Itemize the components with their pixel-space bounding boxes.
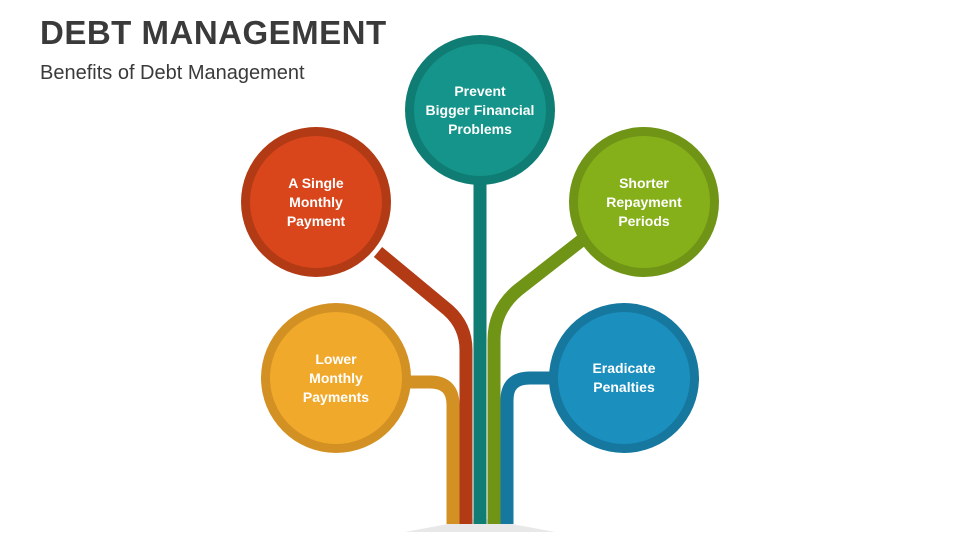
- stem-yellow: [405, 375, 460, 524]
- node-yellow: [261, 303, 411, 453]
- slide-subtitle: Benefits of Debt Management: [40, 62, 305, 84]
- node-label-blue: Eradicate Penalties: [592, 360, 656, 395]
- node-label-red: A Single Monthly Payment: [286, 174, 346, 229]
- slide-title: DEBT MANAGEMENT: [40, 14, 387, 51]
- stem-blue: [500, 371, 552, 524]
- node-label-green: Shorter Repayment Periods: [606, 174, 682, 229]
- tree-base: [405, 518, 555, 532]
- node-label-yellow: Lower Monthly Payments: [302, 350, 370, 405]
- stem-green: [487, 234, 587, 524]
- node-red: [241, 127, 391, 277]
- node-blue: [549, 303, 699, 453]
- stem-red: [373, 246, 473, 524]
- node-teal: [405, 35, 555, 185]
- node-label-teal: Prevent Bigger Financial Problems: [425, 82, 535, 137]
- node-green: [569, 127, 719, 277]
